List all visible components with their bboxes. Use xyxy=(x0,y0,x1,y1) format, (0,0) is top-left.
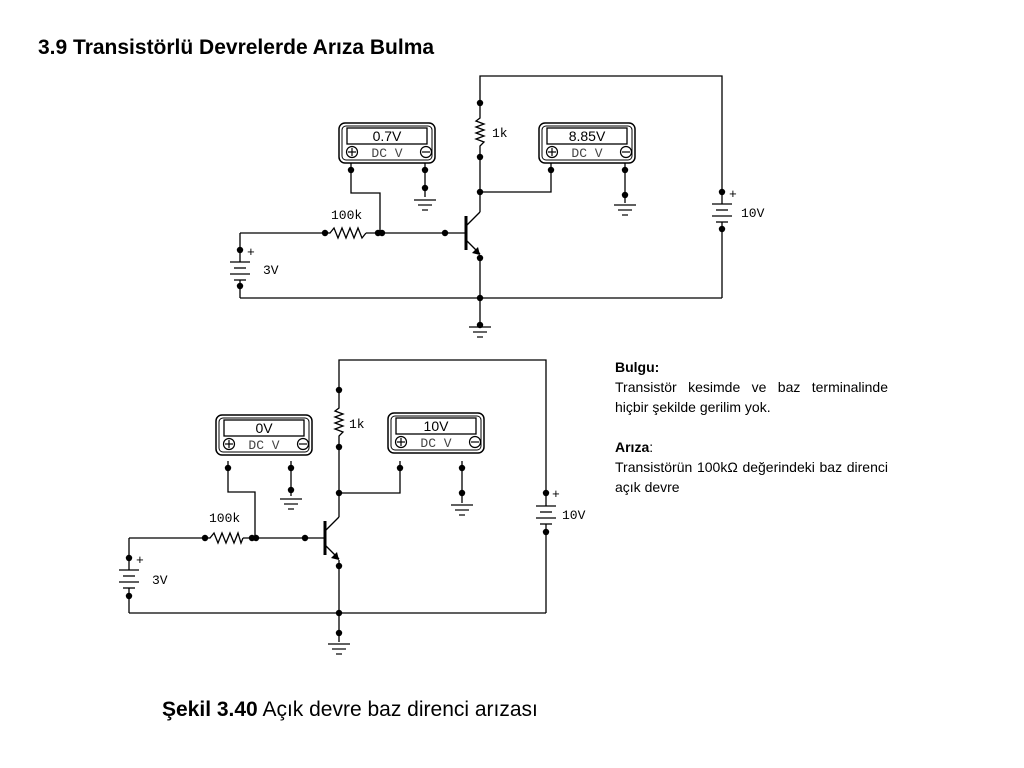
meter-reading: 0.7V xyxy=(373,128,402,144)
base-voltmeter: 0.7V DC V xyxy=(338,122,436,164)
battery-plus-sign: + xyxy=(136,553,144,568)
base-resistor-label: 100k xyxy=(331,208,362,223)
fault-heading: Arıza xyxy=(615,439,650,455)
meter-reading: 0V xyxy=(255,420,273,436)
ground-icon xyxy=(613,204,637,216)
meter-mode: DC V xyxy=(571,146,602,161)
battery-plus-sign: + xyxy=(552,487,560,502)
page-title: 3.9 Transistörlü Devrelerde Arıza Bulma xyxy=(38,36,435,59)
circuit-2-junctions xyxy=(125,386,550,637)
meter-mode: DC V xyxy=(371,146,402,161)
collector-voltmeter: 10V DC V xyxy=(387,412,485,454)
fault-colon: : xyxy=(649,439,654,455)
meter-reading: 10V xyxy=(424,418,450,434)
findings-panel: Bulgu: Transistör kesimde ve baz termina… xyxy=(615,357,888,497)
collector-supply-label: 10V xyxy=(562,508,586,523)
fault-heading-line: Arıza: xyxy=(615,437,888,457)
ground-icon xyxy=(413,199,437,211)
battery-plus-sign: + xyxy=(247,245,255,260)
battery-plus-sign: + xyxy=(729,187,737,202)
circuit-1 xyxy=(230,75,732,325)
circuit-1-junctions xyxy=(236,99,726,329)
base-voltmeter: 0V DC V xyxy=(215,414,313,456)
base-resistor-label: 100k xyxy=(209,511,240,526)
collector-resistor-label: 1k xyxy=(492,126,508,141)
meter-mode: DC V xyxy=(420,436,451,451)
figure-number: Şekil 3.40 xyxy=(162,698,258,721)
collector-voltmeter: 8.85V DC V xyxy=(538,122,636,164)
ground-icon xyxy=(450,504,474,516)
observation-heading: Bulgu: xyxy=(615,359,660,375)
collector-resistor-label: 1k xyxy=(349,417,365,432)
meter-reading: 8.85V xyxy=(569,128,606,144)
figure-caption: Şekil 3.40 Açık devre baz direnci arızas… xyxy=(162,698,538,722)
meter-mode: DC V xyxy=(248,438,279,453)
circuit-2 xyxy=(119,359,556,642)
ground-icon xyxy=(327,643,351,655)
fault-text: Transistörün 100kΩ değerindeki baz diren… xyxy=(615,459,888,495)
observation-text: Transistör kesimde ve baz terminalinde h… xyxy=(615,379,888,415)
base-supply-label: 3V xyxy=(152,573,168,588)
collector-supply-label: 10V xyxy=(741,206,765,221)
ground-icon xyxy=(279,498,303,510)
figure-caption-text: Açık devre baz direnci arızası xyxy=(262,698,538,721)
base-supply-label: 3V xyxy=(263,263,279,278)
ground-icon xyxy=(468,326,492,338)
